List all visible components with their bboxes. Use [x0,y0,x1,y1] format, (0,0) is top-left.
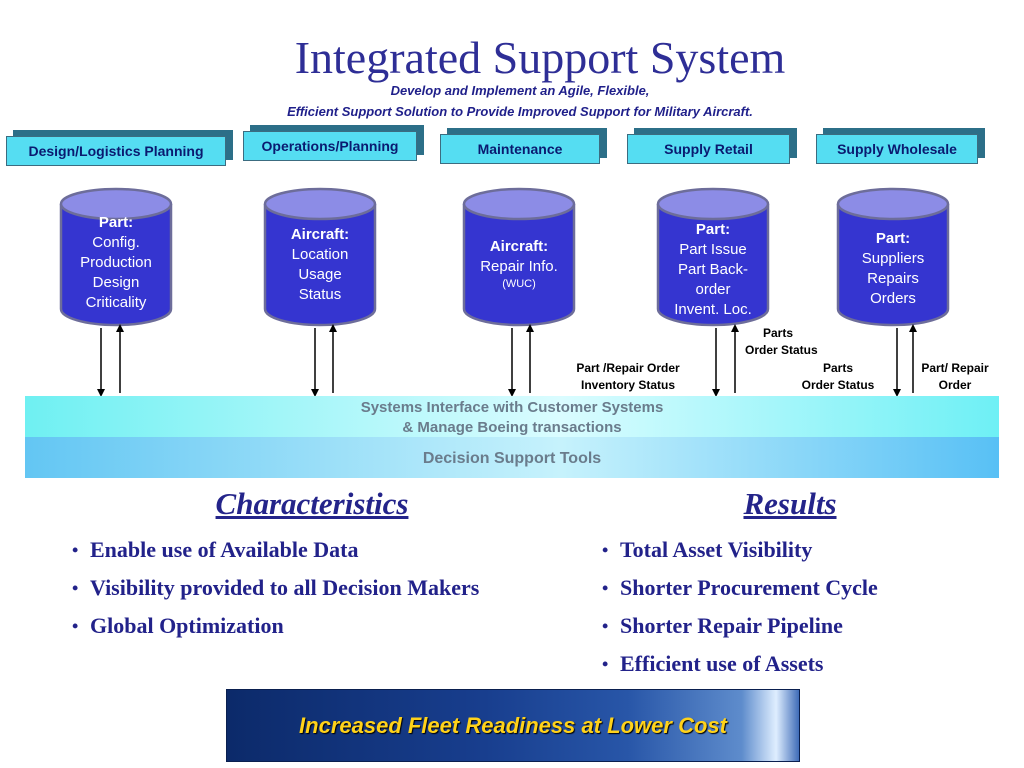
database-part-config: Part: Config. Production Design Critical… [59,187,173,327]
decision-support-band: Decision Support Tools [25,437,999,478]
database-line: order [695,281,731,298]
conclusion-banner: Increased Fleet Readiness at Lower Cost [226,689,800,762]
flow-label-parts-order-status: Parts Order Status [797,360,879,394]
characteristics-list: • Enable use of Available Data • Visibilit… [72,534,532,648]
tab-design-logistics-planning: Design/Logistics Planning [6,136,226,166]
database-heading: Aircraft: [489,238,549,255]
band-text: Decision Support Tools [422,450,602,467]
flow-label-parts-order-status-top: Parts Order Status [745,325,818,359]
systems-interface-band: Systems Interface with Customer Systems … [25,396,999,437]
database-line: Invent. Loc. [674,301,752,318]
database-line: Part Back- [677,261,749,278]
database-aircraft-repair: Aircraft: Repair Info. (WUC) [462,187,576,327]
page-title: Integrated Support System [294,32,786,83]
bullet-icon: • [602,654,609,674]
flow-arrows [97,324,917,397]
list-item-text: Shorter Repair Pipeline [620,613,843,638]
tab-supply-wholesale: Supply Wholesale [816,134,978,164]
database-line: Config. [92,234,140,251]
list-item-text: Visibility provided to all Decision Make… [90,575,480,600]
flow-label-line: Inventory Status [580,378,676,392]
database-line: Usage [298,266,342,283]
flow-label-line: Order [938,378,972,392]
database-line: Production [80,254,152,271]
flow-label-line: Part/ Repair [921,361,989,375]
bullet-icon: • [602,578,609,598]
database-line: Orders [870,290,916,307]
band-text-line: Systems Interface with Customer Systems [360,399,664,416]
list-item-text: Efficient use of Assets [620,651,824,676]
database-cylinder-icon [462,187,576,327]
bullet-icon: • [602,616,609,636]
flow-label-part-repair-order-inventory: Part /Repair Order Inventory Status [566,360,690,394]
flow-label-line: Order Status [801,378,875,392]
database-line: Criticality [85,294,147,311]
bullet-icon: • [72,578,79,598]
band-text-line: & Manage Boeing transactions [402,419,622,436]
database-cylinder-icon [263,187,377,327]
database-line: Suppliers [861,250,925,267]
characteristics-heading: Characteristics [215,486,409,521]
database-line: Repair Info. [480,258,558,275]
bullet-icon: • [602,540,609,560]
tab-supply-retail: Supply Retail [627,134,790,164]
results-list: • Total Asset Visibility • Shorter Procure… [602,534,1022,686]
list-item-text: Shorter Procurement Cycle [620,575,878,600]
database-heading: Part: [695,221,731,238]
tab-maintenance: Maintenance [440,134,600,164]
flow-label-part-repair-order: Part/ Repair Order [914,360,996,394]
list-item: • Enable use of Available Data [72,534,532,566]
database-line: Design [92,274,140,291]
flow-label-line: Parts [822,361,854,375]
database-cylinder-icon [836,187,950,327]
tab-operations-planning: Operations/Planning [243,131,417,161]
list-item: • Total Asset Visibility [602,534,1022,566]
subtitle-line-2: Efficient Support Solution to Provide Im… [287,104,753,119]
flow-label-line: Parts [762,326,794,340]
list-item-text: Global Optimization [90,613,284,638]
database-aircraft-location: Aircraft: Location Usage Status [263,187,377,327]
banner-text: Increased Fleet Readiness at Lower Cost [299,712,727,738]
list-item: • Shorter Repair Pipeline [602,610,1022,642]
database-part-suppliers: Part: Suppliers Repairs Orders [836,187,950,327]
subtitle-line-1: Develop and Implement an Agile, Flexible… [390,83,650,98]
database-heading: Part: [875,230,911,247]
bullet-icon: • [72,616,79,636]
database-line: Part Issue [679,241,747,258]
results-heading: Results [743,486,837,521]
database-heading: Aircraft: [290,226,350,243]
database-line: Status [298,286,342,303]
flow-label-line: Order Status [745,343,818,357]
list-item: • Global Optimization [72,610,532,642]
list-item: • Visibility provided to all Decision Mak… [72,572,532,604]
bullet-icon: • [72,540,79,560]
database-note: (WUC) [502,278,536,290]
list-item-text: Enable use of Available Data [90,537,359,562]
list-item-text: Total Asset Visibility [620,537,813,562]
flow-label-line: Part /Repair Order [576,361,680,375]
database-part-issue: Part: Part Issue Part Back- order Invent… [656,187,770,327]
list-item: • Efficient use of Assets [602,648,1022,680]
database-cylinder-icon [656,187,770,327]
database-line: Repairs [867,270,919,287]
database-line: Location [291,246,349,263]
list-item: • Shorter Procurement Cycle [602,572,1022,604]
database-heading: Part: [98,214,134,231]
